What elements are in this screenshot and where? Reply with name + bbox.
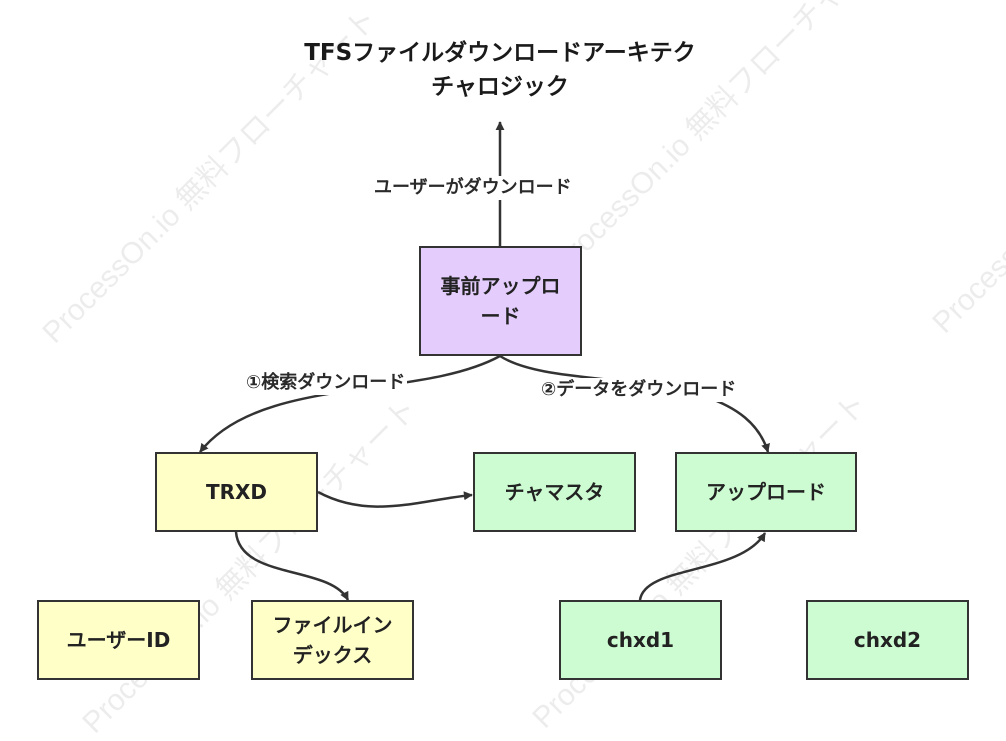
edge-trxd-chamasta	[317, 490, 473, 508]
edge-trxd-fileindex	[234, 531, 350, 601]
edge-label-search-download: ①検索ダウンロード	[244, 371, 408, 395]
diagram-title: TFSファイルダウンロードアーキテクチャロジック	[304, 40, 696, 100]
node-chxd1: chxd1	[559, 600, 722, 680]
edge-label-user-download: ユーザーがダウンロード	[372, 176, 574, 200]
node-pre-upload: 事前アップロード	[419, 246, 582, 356]
edge-chxd1-upload	[638, 532, 767, 601]
node-upload: アップロード	[675, 452, 857, 532]
node-chamasta: チャマスタ	[473, 452, 636, 532]
edge-data-download	[499, 354, 770, 453]
node-user-id: ユーザーID	[37, 600, 200, 680]
diagram-canvas: ProcessOn.io 無料フローチャート ProcessOn.io 無料フロ…	[36, 0, 1006, 740]
edge-label-data-download: ②データをダウンロード	[539, 378, 739, 402]
node-file-index: ファイルインデックス	[251, 600, 414, 680]
node-trxd: TRXD	[155, 452, 318, 532]
node-chxd2: chxd2	[806, 600, 969, 680]
